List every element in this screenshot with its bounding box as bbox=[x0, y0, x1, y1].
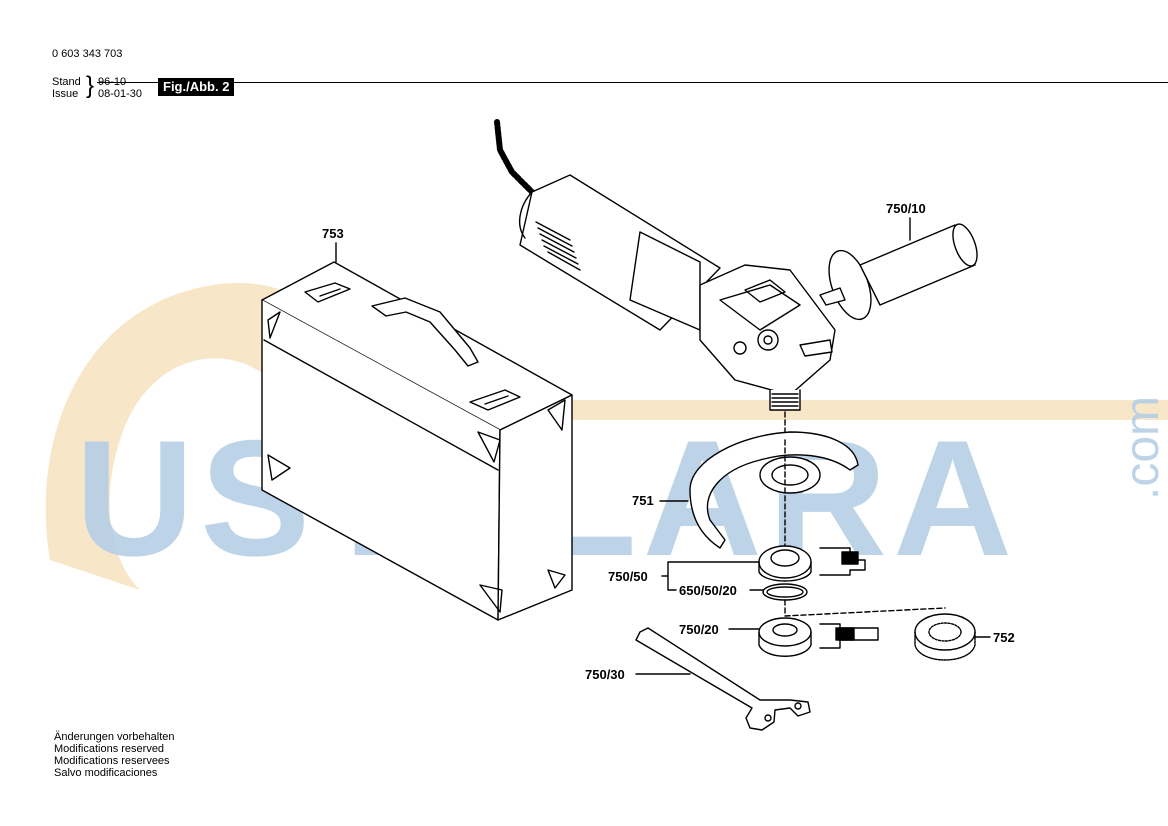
footer-line-en: Modifications reserved bbox=[54, 743, 165, 755]
part-label-650-50-20: 650/50/20 bbox=[679, 583, 737, 598]
part-label-750-50: 750/50 bbox=[608, 569, 648, 584]
old-date-struck: 96-10 bbox=[97, 76, 1168, 88]
flange bbox=[758, 545, 866, 582]
issue-date: 08-01-30 bbox=[98, 88, 143, 100]
stand-label: Stand bbox=[52, 76, 81, 88]
footer-line-fr: Modifications reservees bbox=[54, 755, 170, 767]
footer-notes: Änderungen vorbehalten Modifications res… bbox=[54, 731, 174, 779]
watermark-domain: .com bbox=[1116, 396, 1168, 500]
watermark-letters: USTALARA .com bbox=[75, 396, 1168, 590]
part-number: 0 603 343 703 bbox=[52, 48, 123, 60]
part-label-750-20: 750/20 bbox=[679, 622, 719, 637]
issue-label: Issue bbox=[52, 88, 79, 100]
figure-badge: Fig./Abb. 2 bbox=[158, 78, 235, 96]
wheel-guard bbox=[689, 431, 859, 549]
side-handle bbox=[819, 223, 978, 321]
footer-line-de: Änderungen vorbehalten bbox=[54, 731, 175, 743]
part-label-753: 753 bbox=[322, 226, 344, 241]
clamping-nut bbox=[758, 617, 879, 657]
pin-spanner bbox=[635, 627, 811, 731]
carry-case bbox=[261, 261, 573, 621]
quick-clamping-nut bbox=[914, 613, 976, 661]
part-label-750-30: 750/30 bbox=[585, 667, 625, 682]
footer-line-es: Salvo modificaciones bbox=[54, 767, 158, 779]
brace-symbol: } bbox=[86, 72, 95, 99]
part-label-751: 751 bbox=[632, 493, 654, 508]
part-label-750-10: 750/10 bbox=[886, 201, 926, 216]
part-label-752: 752 bbox=[993, 630, 1015, 645]
leader-750-50 bbox=[661, 561, 760, 591]
angle-grinder bbox=[494, 119, 836, 436]
